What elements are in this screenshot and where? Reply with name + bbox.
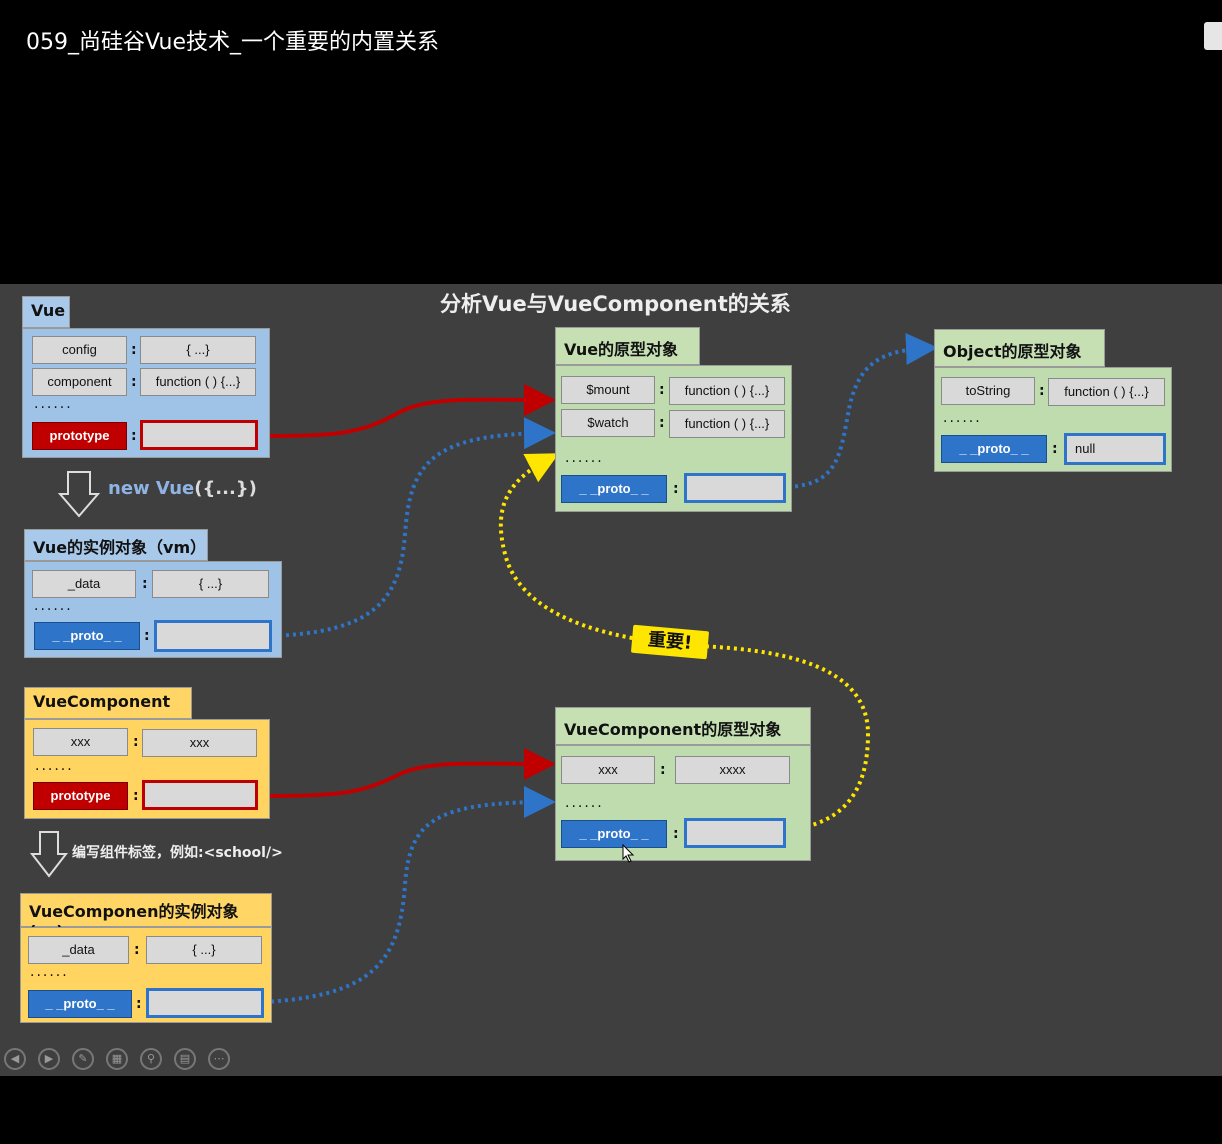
vm-proto-link [271, 417, 556, 638]
colon: : [1052, 441, 1058, 457]
vc-proto-dots: ...... [565, 795, 604, 811]
vm-dots: ...... [34, 598, 73, 614]
video-title: 059_尚硅谷Vue技术_一个重要的内置关系 [26, 30, 440, 55]
pen-icon[interactable]: ✎ [72, 1048, 94, 1070]
vue-proto-title: Vue的原型对象 [555, 327, 700, 365]
object-proto-title: Object的原型对象 [934, 329, 1105, 367]
colon: : [133, 788, 139, 804]
zoom-icon[interactable]: ⚲ [140, 1048, 162, 1070]
vue-prototype-val [140, 420, 258, 450]
colon: : [1039, 383, 1045, 399]
prev-icon[interactable]: ◀ [4, 1048, 26, 1070]
vm-proto-val [154, 620, 272, 652]
vue-keyword: Vue [155, 478, 195, 499]
colon: : [131, 374, 137, 390]
vue-proto-watch-val: function ( ) {...} [669, 410, 785, 438]
vc-prototype-link [257, 747, 556, 798]
vuecomponent-key: xxx [33, 728, 128, 756]
vuecomponent-dots: ...... [35, 758, 74, 774]
vc-proto-title: VueComponent的原型对象 [555, 707, 811, 745]
colon: : [142, 576, 148, 592]
vue-proto-proto-val [684, 473, 786, 503]
object-proto-dots: ...... [943, 410, 982, 426]
vue-proto-dots: ...... [565, 450, 604, 466]
next-icon[interactable]: ▶ [38, 1048, 60, 1070]
colon: : [659, 415, 665, 431]
vue-title: Vue [22, 296, 70, 328]
vue-proto-proto-key: _ _proto_ _ [561, 475, 667, 503]
colon: : [660, 762, 666, 778]
down-arrow-2 [29, 831, 69, 878]
vc-data-key: _data [28, 936, 129, 964]
colon: : [144, 628, 150, 644]
object-proto-tostring-key: toString [941, 377, 1035, 405]
vc-proto-proto-key: _ _proto_ _ [561, 820, 667, 848]
vc-data-val: { ...} [146, 936, 262, 964]
vue-proto-watch-key: $watch [561, 409, 655, 437]
vc-dots: ...... [30, 964, 69, 980]
vc-proto-val [146, 988, 264, 1018]
vue-dots: ...... [34, 396, 73, 412]
more-icon[interactable]: ⋯ [208, 1048, 230, 1070]
vuecomponent-prototype-key: prototype [33, 782, 128, 810]
subtitle-icon[interactable]: ▤ [174, 1048, 196, 1070]
vue-proto-mount-val: function ( ) {...} [669, 377, 785, 405]
vue-component-key: component [32, 368, 127, 396]
object-proto-tostring-val: function ( ) {...} [1048, 378, 1165, 406]
vm-title: Vue的实例对象（vm） [24, 529, 208, 561]
object-proto-proto-val: null [1064, 433, 1166, 465]
vm-data-key: _data [32, 570, 136, 598]
vc-proto-key: xxx [561, 756, 655, 784]
colon: : [134, 942, 140, 958]
vc-proto-key: _ _proto_ _ [28, 990, 132, 1018]
down-arrow-1 [57, 471, 101, 518]
slide-title: 分析Vue与VueComponent的关系 [440, 292, 791, 316]
colon: : [131, 428, 137, 444]
write-tag-label: 编写组件标签，例如:<school/> [72, 845, 283, 861]
vm-data-val: { ...} [152, 570, 269, 598]
vue-proto-mount-key: $mount [561, 376, 655, 404]
vm-proto-key: _ _proto_ _ [34, 622, 140, 650]
colon: : [136, 996, 142, 1012]
vuecomponent-val: xxx [142, 729, 257, 757]
slides-icon[interactable]: ▦ [106, 1048, 128, 1070]
vue-config-key: config [32, 336, 127, 364]
new-vue-label: new Vue({...}) [108, 478, 257, 499]
vc-proto-link [263, 786, 556, 1004]
colon: : [673, 826, 679, 842]
colon: : [131, 342, 137, 358]
vue-proto-to-object-link [787, 332, 938, 489]
colon: : [659, 382, 665, 398]
vue-config-val: { ...} [140, 336, 256, 364]
share-icon[interactable] [1204, 22, 1222, 50]
vue-args: ({...}) [194, 478, 257, 499]
vc-proto-val: xxxx [675, 756, 790, 784]
new-keyword: new [108, 478, 156, 499]
vc-title: VueComponen的实例对象(vc) [20, 893, 272, 941]
object-proto-proto-key: _ _proto_ _ [941, 435, 1047, 463]
vuecomponent-prototype-val [142, 780, 258, 810]
colon: : [673, 481, 679, 497]
vuecomponent-title: VueComponent [24, 687, 192, 719]
vc-proto-proto-val [684, 818, 786, 848]
vue-prototype-key: prototype [32, 422, 127, 450]
vue-component-val: function ( ) {...} [140, 368, 256, 396]
vue-prototype-link [257, 383, 556, 438]
mouse-cursor-icon [622, 844, 635, 863]
colon: : [133, 734, 139, 750]
